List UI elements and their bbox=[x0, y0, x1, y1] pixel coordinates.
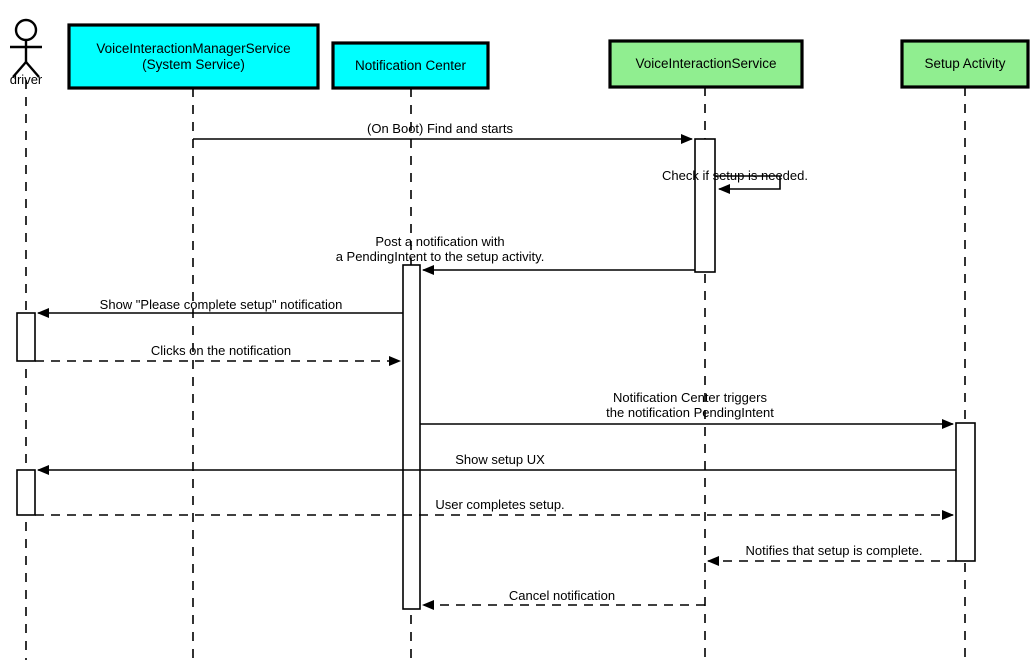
participant-box-vims[interactable] bbox=[67, 23, 320, 90]
participant-box-notification_center[interactable] bbox=[331, 41, 490, 90]
activation-bar-driver bbox=[16, 312, 36, 362]
message-label-m8: User completes setup. bbox=[435, 497, 565, 512]
message-label-m4: Show "Please complete setup" notificatio… bbox=[99, 297, 343, 312]
participant-boxes-group bbox=[67, 23, 1030, 90]
message-label-line-1: Post a notification with bbox=[375, 234, 505, 249]
activation-bar-notification_center bbox=[402, 264, 421, 610]
message-label-line-2: a PendingIntent to the setup activity. bbox=[335, 249, 545, 265]
message-label-m9: Notifies that setup is complete. bbox=[745, 543, 923, 558]
message-label-line-2: the notification PendingIntent bbox=[606, 405, 774, 421]
participant-box-vis[interactable] bbox=[608, 39, 804, 89]
message-label-m7: Show setup UX bbox=[455, 452, 545, 467]
message-arrow-m2[interactable] bbox=[715, 175, 781, 194]
participant-box-setup_activity[interactable] bbox=[900, 39, 1030, 89]
activation-bar-driver bbox=[16, 469, 36, 516]
activation-bar-vis bbox=[694, 138, 716, 273]
actor-stick-figure-icon bbox=[10, 18, 42, 78]
messages-group bbox=[35, 134, 956, 610]
activations-group bbox=[16, 138, 976, 610]
message-label-m2: Check if setup is needed. bbox=[662, 168, 808, 183]
message-label-m10: Cancel notification bbox=[508, 588, 616, 603]
activation-bar-setup_activity bbox=[955, 422, 976, 562]
message-label-m5: Clicks on the notification bbox=[150, 343, 292, 358]
actor-label-driver: driver bbox=[9, 72, 43, 87]
lifelines-group bbox=[25, 80, 966, 660]
message-label-m1: (On Boot) Find and starts bbox=[367, 121, 513, 136]
message-label-line-1: Notification Center triggers bbox=[613, 390, 767, 405]
